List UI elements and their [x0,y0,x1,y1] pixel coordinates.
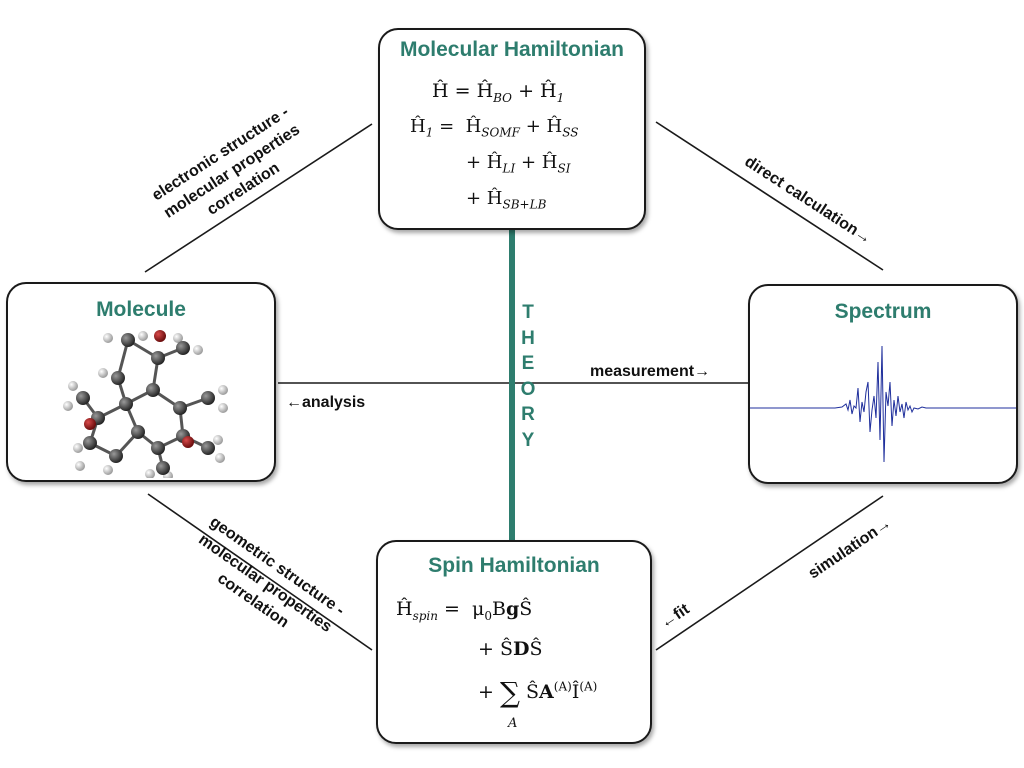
theory-letter: Y [521,429,535,451]
hamiltonian-equation-line-2: Ĥ1 = ĤSOMF + ĤSS [410,116,579,140]
theory-letter: T [522,302,534,323]
edge-top-left-line [144,123,373,273]
edge-top-right-line [655,121,884,271]
theory-letter: H [521,327,535,349]
edge-label-analysis: ←analysis [286,394,366,411]
spectrum-title: Spectrum [834,300,932,323]
molecule-title: Molecule [96,298,186,321]
spin-equation-line-2: + ŜDŜ [478,638,543,660]
hamiltonian-equation-line-1: Ĥ = ĤBO + Ĥ1 [432,80,565,105]
hamiltonian-equation-line-3: + ĤLI + ĤSI [466,152,571,176]
spin-equation-line-1: Ĥspin = μ0BgŜ [396,598,533,623]
spin-hamiltonian-title: Spin Hamiltonian [428,554,600,577]
edge-bottom-right-line [655,495,884,651]
molecular-hamiltonian-title: Molecular Hamiltonian [399,38,625,61]
edge-bottom-left-line [147,493,373,651]
spin-equation-line-3: + ∑ ŜA(A)Î(A) [478,676,598,709]
spin-equation-sum-index: A [508,716,518,731]
edge-label-measurement: measurement→ [590,363,711,380]
epr-spectrum-trace [750,345,1016,463]
molecule-box: Molecule [6,282,276,482]
theory-letter: R [521,404,535,425]
spectrum-box: Spectrum [748,284,1018,484]
molecule-ball-and-stick-image [63,330,228,478]
theory-letter: O [520,378,536,400]
molecular-hamiltonian-box: Molecular Hamiltonian Ĥ = ĤBO + Ĥ1 Ĥ1 = … [378,28,646,230]
theory-letter: E [521,353,535,374]
spin-hamiltonian-box: Spin Hamiltonian Ĥspin = μ0BgŜ + ŜDŜ + ∑… [376,540,652,744]
theory-label: T H E O R Y [517,300,539,453]
hamiltonian-equation-line-4: + ĤSB+LB [466,188,547,212]
